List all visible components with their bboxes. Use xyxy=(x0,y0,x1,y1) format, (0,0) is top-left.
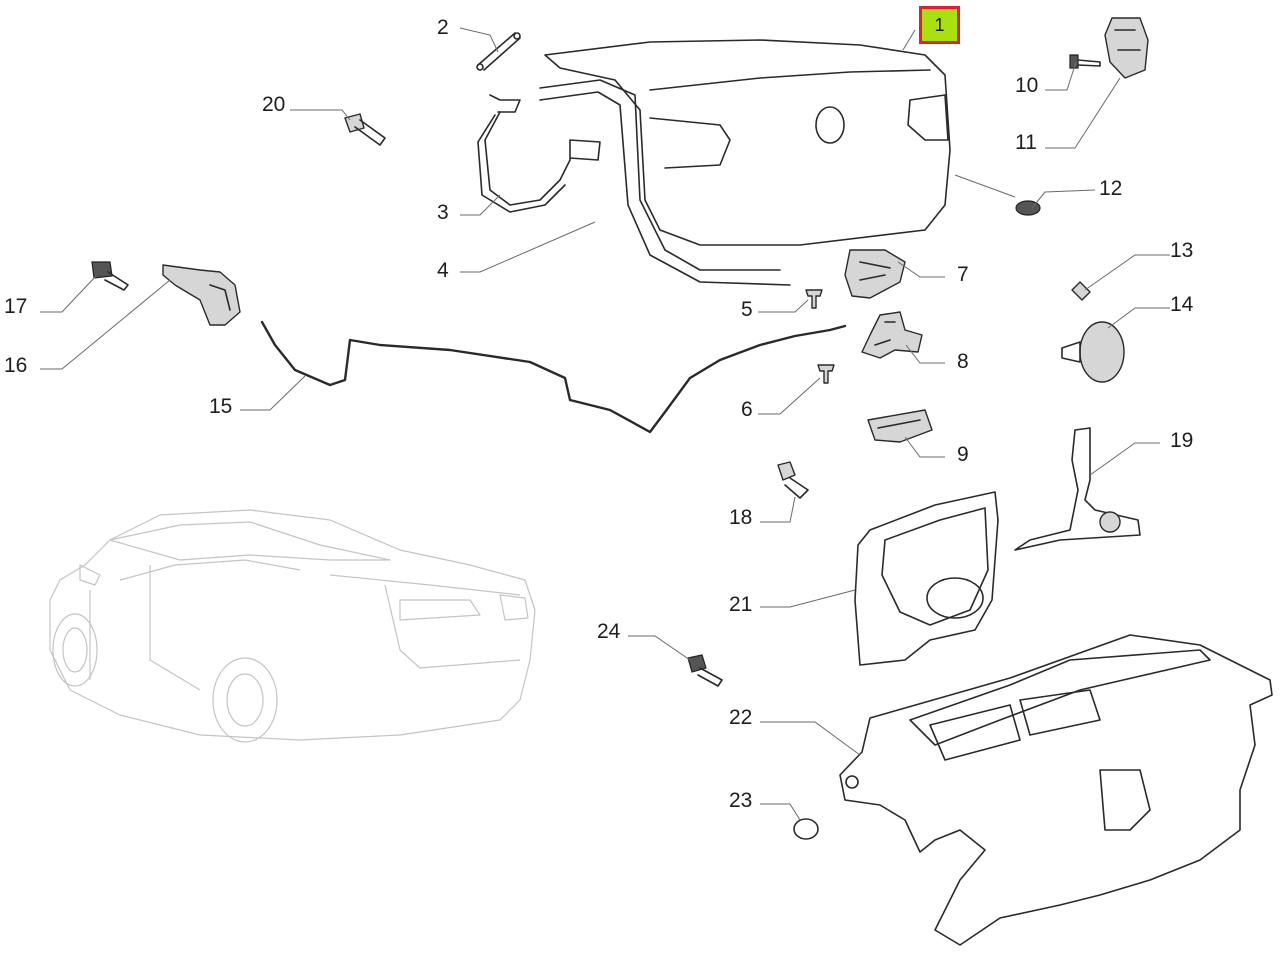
screw-10 xyxy=(1069,54,1101,69)
latch-8 xyxy=(861,311,923,359)
callout-2[interactable]: 2 xyxy=(437,16,449,39)
callout-3[interactable]: 3 xyxy=(437,201,449,224)
trunk-lid xyxy=(544,39,951,246)
callout-22[interactable]: 22 xyxy=(729,706,753,729)
callout-15[interactable]: 15 xyxy=(209,395,233,418)
callout-7[interactable]: 7 xyxy=(957,263,969,286)
lock-striker-7 xyxy=(844,249,906,299)
callout-16[interactable]: 16 xyxy=(4,354,28,377)
car-reference-silhouette xyxy=(49,509,536,743)
bulb-13 xyxy=(1071,281,1091,301)
trunk-seal xyxy=(539,79,791,286)
callout-6[interactable]: 6 xyxy=(741,398,753,421)
callout-21[interactable]: 21 xyxy=(729,593,753,616)
leader-lines xyxy=(40,27,1170,821)
clip-6 xyxy=(817,364,835,384)
bolt-24 xyxy=(687,654,723,687)
clip-23 xyxy=(793,818,819,840)
bracket-11 xyxy=(1104,17,1149,79)
release-handle-16 xyxy=(162,264,241,326)
trunk-floor-liner-22 xyxy=(839,634,1273,946)
callout-24[interactable]: 24 xyxy=(597,620,621,643)
callout-17[interactable]: 17 xyxy=(4,295,28,318)
callout-1[interactable]: 1 xyxy=(919,6,960,44)
callout-19[interactable]: 19 xyxy=(1170,429,1194,452)
lining-panel-21 xyxy=(854,491,999,666)
callout-11[interactable]: 11 xyxy=(1015,131,1037,154)
gas-spring xyxy=(476,32,521,71)
lamp-14 xyxy=(1061,321,1125,383)
cap-12 xyxy=(1015,200,1041,216)
screw-17 xyxy=(91,261,129,291)
callout-20[interactable]: 20 xyxy=(262,93,286,116)
callout-12[interactable]: 12 xyxy=(1099,177,1123,200)
callout-18[interactable]: 18 xyxy=(729,506,753,529)
callout-23[interactable]: 23 xyxy=(729,789,753,812)
callout-13[interactable]: 13 xyxy=(1170,239,1194,262)
callout-4[interactable]: 4 xyxy=(437,259,449,282)
callout-5[interactable]: 5 xyxy=(741,298,753,321)
trunk-hinge xyxy=(477,94,601,213)
clip-5 xyxy=(805,289,823,309)
release-cable-15 xyxy=(260,320,847,434)
callout-14[interactable]: 14 xyxy=(1170,293,1194,316)
lock-bracket-19 xyxy=(1014,427,1141,551)
callout-10[interactable]: 10 xyxy=(1015,74,1039,97)
bolt-18 xyxy=(777,461,809,499)
bolt-20 xyxy=(344,113,386,146)
callout-9[interactable]: 9 xyxy=(957,443,969,466)
callout-8[interactable]: 8 xyxy=(957,350,969,373)
trim-9 xyxy=(867,409,933,443)
